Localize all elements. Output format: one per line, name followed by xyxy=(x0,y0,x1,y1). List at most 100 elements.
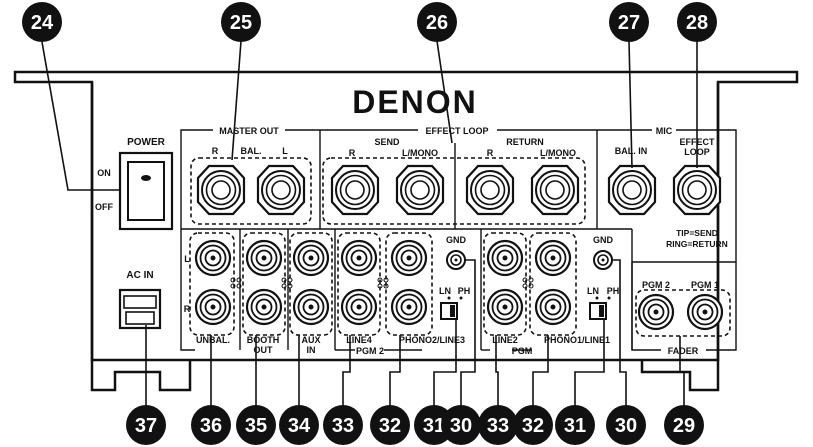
gnd-left-label: GND xyxy=(446,235,467,245)
phono1-line1-label: PHONO1/LINE1 xyxy=(544,335,610,345)
callout-number: 28 xyxy=(686,12,708,34)
callout-badge xyxy=(513,405,553,445)
callout-badge xyxy=(609,2,649,42)
gnd-left-group: GND LN PH xyxy=(439,235,471,320)
tip-send-label: TIP=SEND xyxy=(676,228,718,238)
ac-in-socket-inner xyxy=(123,295,157,309)
callout-number: 27 xyxy=(618,12,640,34)
brand-logo: DENON xyxy=(352,84,478,120)
callout-badge xyxy=(555,405,595,445)
pgm-screws-icon xyxy=(522,277,534,289)
ph-left-label: PH xyxy=(458,286,471,296)
effect-loop-label: EFFECT LOOP xyxy=(426,126,489,136)
ph-right-label: PH xyxy=(607,286,620,296)
callout-badge xyxy=(441,405,481,445)
master-r-label: R xyxy=(212,146,219,156)
callout-badge xyxy=(664,405,704,445)
mic-bal-in-jack[interactable] xyxy=(607,164,657,216)
power-section: POWER ON OFF xyxy=(95,137,174,231)
unbal-l-jack[interactable] xyxy=(194,239,232,277)
phono1-l-jack[interactable] xyxy=(534,239,572,277)
pgm-inputs-group: LINE2 PHONO1/LINE1 PGM xyxy=(483,232,610,356)
callout-number: 33 xyxy=(332,415,354,437)
callout-badge xyxy=(677,2,717,42)
ln-left-dot xyxy=(447,296,451,300)
gnd-right-group: GND LN PH xyxy=(587,235,620,320)
callout-badge xyxy=(370,405,410,445)
ac-in-label: AC IN xyxy=(126,270,153,281)
power-on-label: ON xyxy=(97,168,111,178)
master-out-r-jack[interactable] xyxy=(196,164,246,216)
fader-pgm2-jack[interactable] xyxy=(637,293,675,331)
aux-in-r-jack[interactable] xyxy=(292,288,330,326)
send-r-label: R xyxy=(349,148,356,158)
top-callouts: 24 25 26 27 28 xyxy=(22,2,717,42)
master-out-l-jack[interactable] xyxy=(256,164,306,216)
callout-number: 25 xyxy=(230,12,252,34)
line4-label: LINE4 xyxy=(346,335,372,345)
callout-number: 31 xyxy=(564,415,586,437)
callout-number: 31 xyxy=(423,415,445,437)
callout-badge xyxy=(606,405,646,445)
ac-in-section: AC IN xyxy=(118,270,162,330)
booth-out-l-jack[interactable] xyxy=(245,239,283,277)
booth-label-1: BOOTH xyxy=(247,335,280,345)
line2-r-jack[interactable] xyxy=(486,288,524,326)
power-off-label: OFF xyxy=(95,202,113,212)
send-label: SEND xyxy=(374,137,400,147)
pgm2-label: PGM 2 xyxy=(356,346,384,356)
ln-ph-right-switch-knob xyxy=(599,305,604,317)
booth-out-r-jack[interactable] xyxy=(245,288,283,326)
phono1-r-jack[interactable] xyxy=(534,288,572,326)
mic-effect-loop-jack[interactable] xyxy=(672,164,722,216)
unbal-group: L R UNBAL. xyxy=(184,232,242,345)
ac-in-socket-pins xyxy=(125,311,155,325)
callout-number: 30 xyxy=(450,415,472,437)
ph-right-dot xyxy=(607,296,611,300)
booth-label-2: OUT xyxy=(254,345,274,355)
phono2-r-jack[interactable] xyxy=(390,288,428,326)
send-r-jack[interactable] xyxy=(330,164,380,216)
unbal-l-label: L xyxy=(184,254,190,264)
callout-number: 30 xyxy=(615,415,637,437)
ring-return-label: RING=RETURN xyxy=(666,239,728,249)
return-lmono-jack[interactable] xyxy=(530,164,580,216)
gnd-left-terminal[interactable] xyxy=(446,250,466,270)
line4-l-jack[interactable] xyxy=(340,239,378,277)
ln-right-label: LN xyxy=(587,286,599,296)
gnd-right-terminal[interactable] xyxy=(593,250,613,270)
unbal-r-jack[interactable] xyxy=(194,288,232,326)
callout-badge xyxy=(126,405,166,445)
chassis xyxy=(13,70,799,392)
callout-number: 34 xyxy=(288,415,311,437)
callout-number: 36 xyxy=(200,415,222,437)
callout-number: 32 xyxy=(379,415,401,437)
callout-badge xyxy=(417,2,457,42)
aux-label-2: IN xyxy=(307,345,316,355)
unbal-label: UNBAL. xyxy=(196,335,230,345)
phono2-l-jack[interactable] xyxy=(390,239,428,277)
callout-number: 24 xyxy=(31,12,54,34)
fader-pgm1-jack[interactable] xyxy=(686,293,724,331)
send-lmono-label: L/MONO xyxy=(402,148,438,158)
aux-in-l-jack[interactable] xyxy=(292,239,330,277)
power-switch[interactable] xyxy=(127,161,165,221)
gnd-right-label: GND xyxy=(593,235,614,245)
return-r-jack[interactable] xyxy=(465,164,515,216)
master-bal-label: BAL. xyxy=(241,146,262,156)
unbal-dashed-box xyxy=(189,232,235,336)
callout-badge xyxy=(191,405,231,445)
callout-number: 37 xyxy=(135,415,157,437)
line4-r-jack[interactable] xyxy=(340,288,378,326)
ph-left-dot xyxy=(459,296,463,300)
send-lmono-jack[interactable] xyxy=(395,164,445,216)
callout-number: 33 xyxy=(487,415,509,437)
power-label: POWER xyxy=(127,137,166,148)
line2-l-jack[interactable] xyxy=(486,239,524,277)
callout-badge xyxy=(22,2,62,42)
return-lmono-label: L/MONO xyxy=(540,148,576,158)
return-r-label: R xyxy=(487,148,494,158)
callout-badge xyxy=(478,405,518,445)
